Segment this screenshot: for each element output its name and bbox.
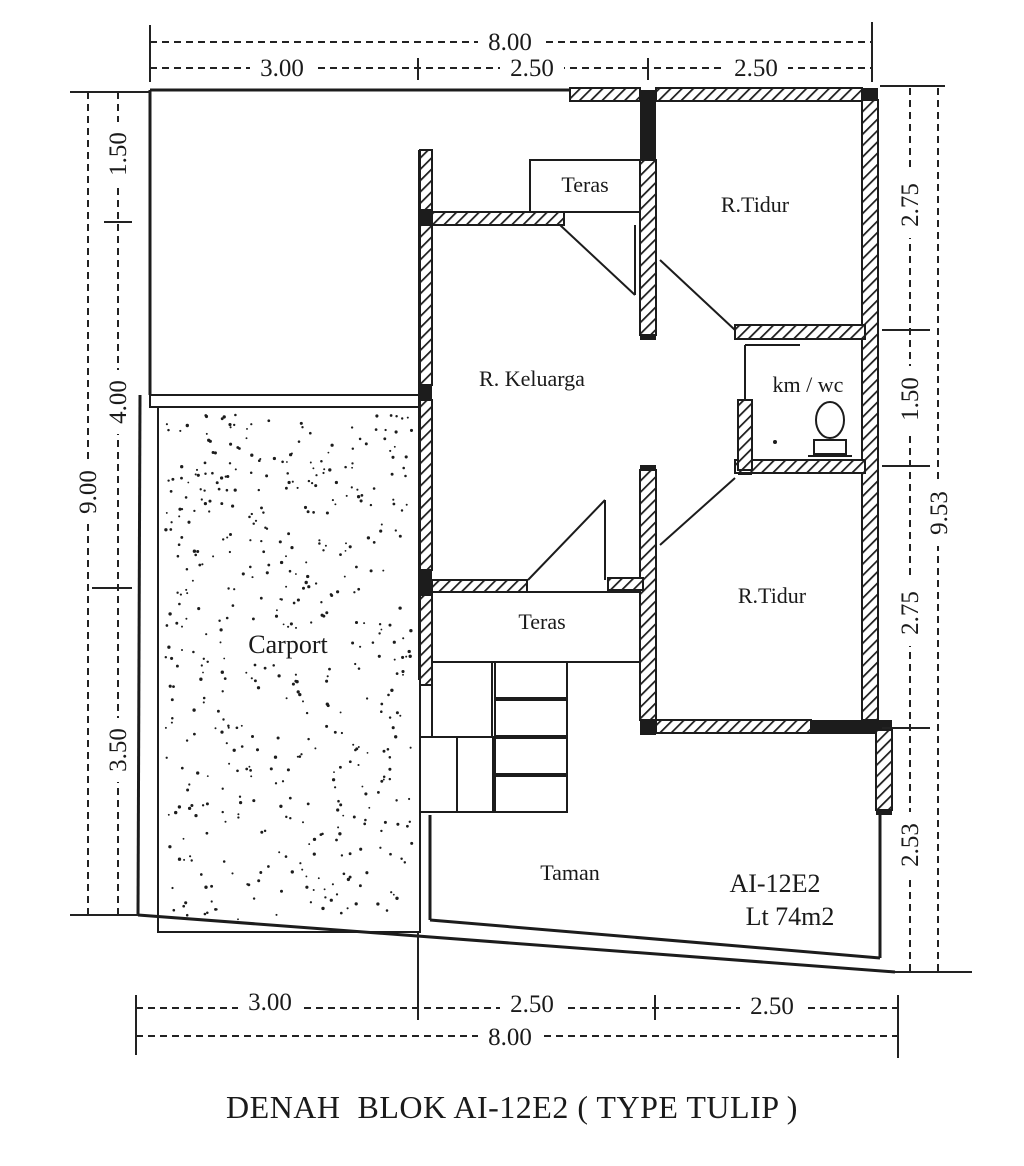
dim-left-total: 9.00 [75, 470, 102, 514]
carport-gravel-texture [164, 413, 414, 921]
carport-area [149, 394, 421, 933]
dim-right-total: 9.53 [926, 491, 953, 535]
dim-top-seg1: 3.00 [260, 55, 304, 82]
dimensions-left: 9.00 1.50 4.00 3.50 [70, 91, 150, 916]
label-taman: Taman [540, 860, 600, 885]
label-teras-top: Teras [561, 172, 608, 197]
dim-right-seg3: 2.75 [897, 591, 924, 635]
label-teras-mid: Teras [518, 609, 565, 634]
dim-right-seg4: 2.53 [897, 823, 924, 867]
stepping-stones [419, 661, 568, 813]
teras-top [529, 159, 641, 296]
site-boundary [136, 88, 896, 974]
dim-top-seg2: 2.50 [510, 55, 554, 82]
dim-left-seg3: 3.50 [105, 728, 132, 772]
plan-title: DENAH BLOK AI-12E2 ( TYPE TULIP ) [226, 1089, 798, 1125]
dim-bottom-seg3: 2.50 [750, 993, 794, 1020]
label-keluarga: R. Keluarga [479, 366, 585, 391]
block-code: AI-12E2 [730, 869, 821, 898]
dim-top-seg3: 2.50 [734, 55, 778, 82]
dim-bottom-seg1: 3.00 [248, 989, 292, 1016]
dimensions-top: 8.00 3.00 2.50 2.50 [149, 22, 873, 82]
label-carport: Carport [248, 630, 328, 659]
dim-right-seg1: 2.75 [897, 183, 924, 227]
label-tidur-top: R.Tidur [721, 192, 790, 217]
dim-left-seg1: 1.50 [105, 132, 132, 176]
dim-bottom-seg2: 2.50 [510, 991, 554, 1018]
door-swings [527, 259, 800, 581]
room-labels: Teras R.Tidur R. Keluarga km / wc R.Tidu… [248, 172, 843, 931]
dim-right-seg2: 1.50 [897, 377, 924, 421]
walls-hatched [419, 87, 893, 811]
land-area: Lt 74m2 [746, 902, 835, 931]
dimensions-bottom: 3.00 2.50 2.50 8.00 [135, 932, 899, 1058]
dim-bottom-total: 8.00 [488, 1024, 532, 1051]
label-tidur-bottom: R.Tidur [738, 583, 807, 608]
label-kmwc: km / wc [773, 372, 844, 397]
dim-top-total: 8.00 [488, 29, 532, 56]
dim-left-seg2: 4.00 [105, 380, 132, 424]
toilet-icon [773, 401, 852, 457]
dimensions-right: 2.75 1.50 2.75 2.53 9.53 [880, 85, 972, 973]
